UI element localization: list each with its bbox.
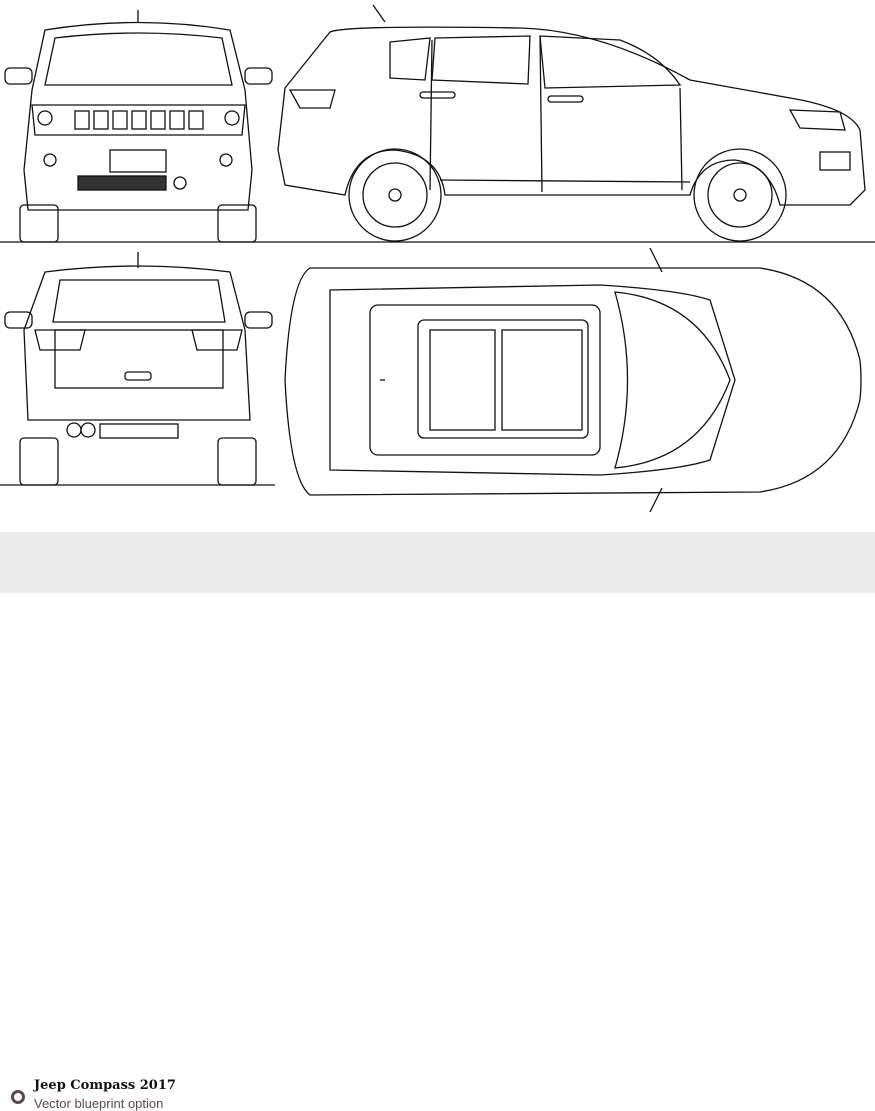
rear-view [4, 252, 273, 486]
ring-bullet-icon [11, 1090, 25, 1104]
caption-subtitle: Vector blueprint option [34, 1096, 164, 1111]
blueprint-drawing [0, 0, 875, 532]
front-view [4, 10, 273, 243]
side-view [277, 4, 866, 242]
caption-bar: Jeep Compass 2017 Vector blueprint optio… [0, 532, 875, 1111]
caption-title: Jeep Compass 2017 [34, 1078, 176, 1093]
top-view [284, 247, 862, 513]
